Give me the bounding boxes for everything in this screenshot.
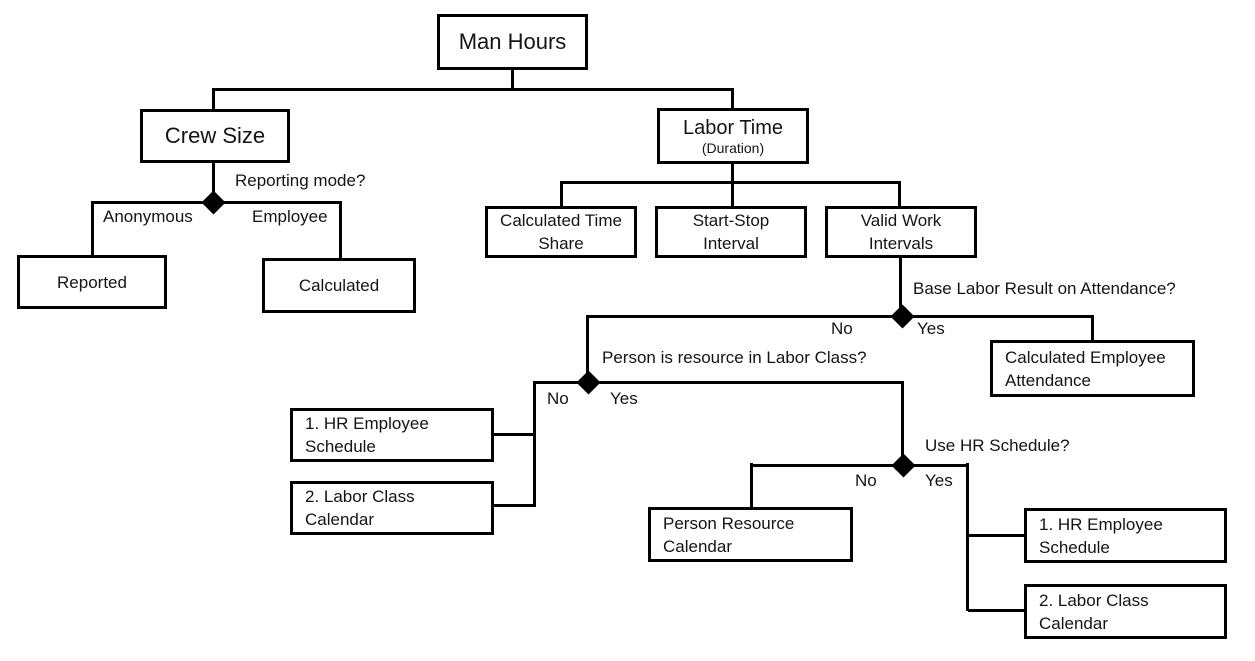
branch-label-no: No [831, 319, 853, 338]
connector-line [751, 464, 969, 467]
node-label-line: 1. HR Employee [1039, 514, 1163, 534]
connector-line [511, 68, 514, 90]
connector-line [899, 256, 902, 316]
branch-label-employee: Employee [252, 207, 328, 226]
node-label: Crew Size [164, 123, 266, 148]
node-label-line: Calendar [305, 510, 374, 529]
decision-question-reporting-mode: Reporting mode? [235, 171, 366, 190]
node-label-line: 2. Labor Class [1039, 590, 1149, 610]
branch-label-no: No [547, 389, 569, 408]
connector-line [212, 88, 734, 91]
node-label-line: 2. Labor Class [305, 487, 415, 506]
node-reported: Reported [17, 255, 167, 309]
node-label-line: 1. HR Employee [305, 414, 429, 433]
connector-line [494, 504, 535, 507]
connector-line [966, 463, 969, 611]
node-labor-time: Labor Time (Duration) [657, 108, 809, 164]
node-person-resource-calendar: Person Resource Calendar [648, 507, 853, 562]
connector-line [212, 88, 215, 111]
connector-line [586, 315, 589, 382]
node-label-line: Schedule [305, 437, 376, 456]
connector-line [339, 201, 342, 260]
node-man-hours: Man Hours [437, 14, 588, 70]
node-label: Man Hours [458, 29, 567, 54]
node-start-stop-interval: Start-Stop Interval [655, 206, 807, 258]
node-label-line: Start-Stop [692, 211, 770, 230]
node-label-line: Valid Work [860, 211, 942, 230]
decision-question-use-hr-schedule: Use HR Schedule? [925, 436, 1070, 455]
connector-line [750, 463, 753, 509]
node-labor-class-calendar-right: 2. Labor Class Calendar [1024, 584, 1227, 639]
node-sublabel: (Duration) [701, 139, 765, 156]
decision-question-person-resource: Person is resource in Labor Class? [602, 348, 867, 367]
node-hr-employee-schedule-right: 1. HR Employee Schedule [1024, 508, 1227, 563]
connector-line [533, 381, 536, 507]
decision-diamond-reporting-mode [201, 190, 226, 215]
connector-line [587, 315, 1094, 318]
branch-label-yes: Yes [925, 471, 953, 490]
connector-line [898, 181, 901, 208]
node-calculated-time-share: Calculated Time Share [485, 206, 637, 258]
connector-line [494, 433, 535, 436]
connector-line [731, 161, 734, 208]
node-label-line: Share [538, 234, 584, 253]
branch-label-yes: Yes [610, 389, 638, 408]
node-label-line: Intervals [868, 234, 934, 253]
node-hr-employee-schedule-left: 1. HR Employee Schedule [290, 408, 494, 462]
node-label-line: Calculated Employee [1005, 347, 1166, 367]
decision-diamond-use-hr-schedule [891, 453, 916, 478]
connector-line [560, 181, 901, 184]
connector-line [560, 181, 563, 208]
connector-line [534, 381, 904, 384]
node-valid-work-intervals: Valid Work Intervals [825, 206, 977, 258]
connector-line [1091, 315, 1094, 342]
connector-line [212, 161, 215, 203]
node-calculated-employee-attendance: Calculated Employee Attendance [990, 340, 1195, 397]
connector-line [968, 534, 1024, 537]
branch-label-no: No [855, 471, 877, 490]
node-label-line: Calculated Time [500, 211, 622, 230]
node-label: Labor Time [682, 116, 784, 139]
connector-line [901, 381, 904, 465]
connector-line [731, 88, 734, 110]
node-label-line: Calendar [1039, 613, 1108, 633]
decision-question-base-labor: Base Labor Result on Attendance? [913, 279, 1176, 298]
connector-line [968, 609, 1024, 612]
connector-line [91, 201, 94, 255]
node-label-line: Interval [703, 234, 759, 253]
node-label: Reported [57, 272, 127, 292]
branch-label-anonymous: Anonymous [103, 207, 193, 226]
decision-diamond-base-labor [890, 304, 915, 329]
node-label: Calculated [298, 276, 380, 295]
node-labor-class-calendar-left: 2. Labor Class Calendar [290, 481, 494, 535]
node-label-line: Schedule [1039, 537, 1110, 557]
node-calculated: Calculated [262, 258, 416, 313]
node-label-line: Attendance [1005, 370, 1092, 390]
branch-label-yes: Yes [917, 319, 945, 338]
node-label-line: Person Resource [663, 513, 795, 533]
decision-diamond-person-resource [576, 370, 601, 395]
node-crew-size: Crew Size [140, 109, 290, 163]
node-label-line: Calendar [663, 536, 732, 556]
